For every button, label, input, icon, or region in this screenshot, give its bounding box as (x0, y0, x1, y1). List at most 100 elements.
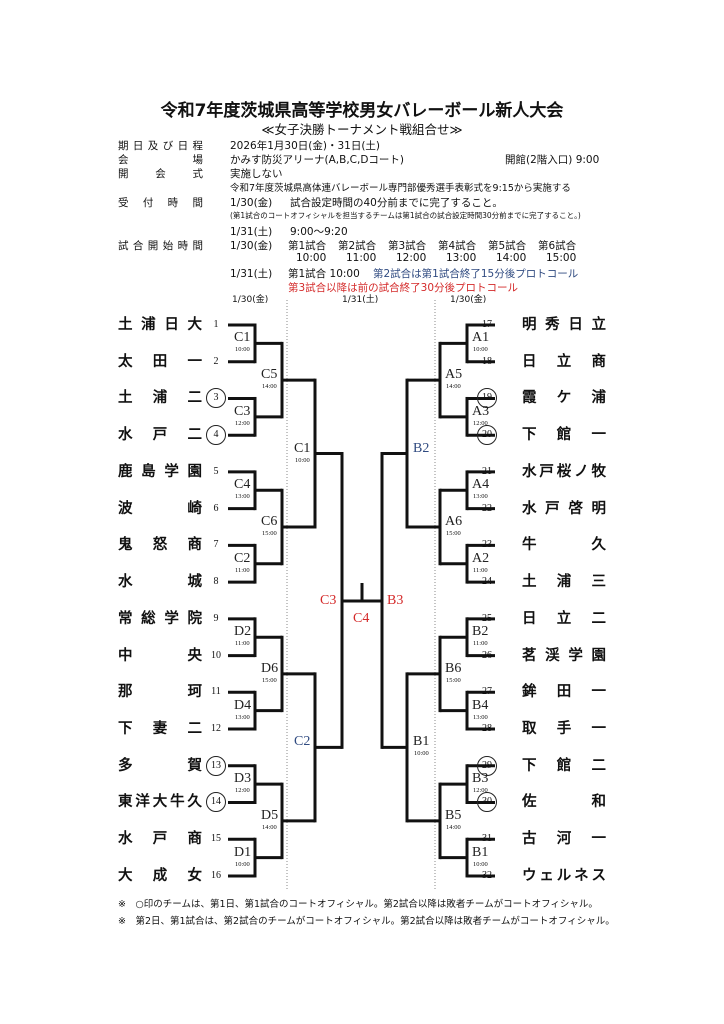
team-name: 下館一 (522, 427, 606, 444)
team-number: 21 (482, 465, 492, 477)
team-name: 中央 (118, 647, 202, 664)
team-name: 土浦日大 (118, 317, 202, 333)
team-name: 東洋大牛久 (118, 794, 202, 811)
match-label-time: 11:00 (473, 640, 488, 648)
start-day2: 1/31(土) (230, 268, 273, 280)
match-label: B6 (445, 660, 462, 676)
team-number: 31 (482, 833, 492, 845)
team-number: 4 (206, 425, 226, 446)
team-name: 明秀日立 (522, 317, 606, 333)
match-label: D6 (261, 660, 279, 676)
team-number: 16 (211, 869, 221, 881)
team-number: 24 (482, 576, 492, 588)
team-name: ウェルネス (522, 867, 606, 884)
team-number: 2 (213, 355, 219, 367)
team-number: 1 (213, 319, 219, 330)
team-number: 6 (213, 502, 219, 514)
team-number: 3 (206, 388, 226, 409)
team-number: 14 (206, 792, 226, 813)
team-name: 水戸桜ノ牧 (522, 463, 606, 480)
team-name: 牛久 (522, 537, 606, 554)
match-label-time: 13:00 (473, 713, 488, 721)
match-label: C3 (234, 403, 251, 419)
team-name: 鬼怒商 (118, 537, 202, 554)
match-label: B1 (413, 734, 430, 750)
match-label-time: 15:00 (262, 530, 277, 537)
match-label: D2 (234, 624, 252, 640)
team-number: 18 (482, 355, 492, 367)
team-number: 8 (213, 576, 219, 588)
match-label-time: 13:00 (235, 713, 250, 721)
team-number: 27 (482, 686, 492, 698)
match-label-time: 10:00 (295, 456, 310, 464)
match-label-time: 10:00 (473, 346, 488, 354)
team-number: 19 (477, 388, 497, 409)
team-name: 土浦三 (522, 574, 606, 591)
start-day2-third: 第3試合以降は前の試合終了30分後プロトコール (288, 282, 519, 294)
team-number: 15 (211, 833, 221, 845)
match-label-time: 12:00 (473, 787, 488, 795)
semi-right-label: B3 (387, 593, 404, 608)
match-label-time: 14:00 (446, 383, 461, 391)
team-name: 水城 (118, 574, 202, 591)
reception-label: 受付時間 (118, 197, 203, 209)
match-label-time: 11:00 (473, 566, 488, 574)
page-title: 令和7年度茨城県高等学校男女バレーボール新人大会 (160, 101, 564, 121)
start-day2-second: 第2試合は第1試合終了15分後プロトコール (373, 268, 579, 280)
team-number: 25 (482, 612, 492, 624)
start-match-name: 第3試合 (388, 240, 427, 252)
venue-label: 会場 (118, 154, 203, 166)
match-label: C2 (234, 550, 251, 566)
final-label: C4 (353, 611, 370, 626)
match-label: D4 (234, 697, 252, 713)
team-name: 取手一 (522, 721, 606, 738)
match-label: C6 (261, 514, 278, 529)
match-label-time: 10:00 (473, 860, 488, 868)
team-number: 9 (213, 612, 219, 624)
start-match-name: 第5試合 (488, 240, 527, 252)
match-label-time: 13:00 (235, 493, 250, 501)
start-match-time: 11:00 (346, 252, 377, 264)
date-left: 1/30(金) (232, 295, 269, 305)
match-label-time: 14:00 (446, 823, 461, 831)
team-name: 佐和 (522, 794, 606, 811)
team-name: 大成女 (118, 867, 202, 884)
date-right: 1/30(金) (450, 295, 487, 305)
match-label: B4 (472, 697, 489, 713)
team-number: 32 (482, 869, 492, 881)
start-match-name: 第1試合 (288, 240, 327, 252)
match-label: A3 (472, 403, 490, 419)
match-label: C1 (294, 440, 311, 456)
reception-note: (第1試合のコートオフィシャルを担当するチームは第1試合の試合設定時間30分前ま… (230, 211, 581, 220)
match-label: C5 (261, 367, 278, 383)
start-match-name: 第6試合 (538, 240, 577, 252)
start-match-time: 13:00 (446, 252, 477, 264)
match-label-time: 15:00 (446, 530, 461, 537)
opening-label: 開会式 (118, 168, 203, 180)
team-name: 太田一 (118, 353, 202, 370)
reception-day1: 1/30(金) (230, 197, 273, 209)
team-number: 17 (482, 319, 492, 330)
start-day1: 1/30(金) (230, 240, 273, 252)
match-label-time: 10:00 (414, 750, 429, 758)
opening-note: 令和7年度茨城県高体連バレーボール専門部優秀選手表彰式を9:15から実施する (230, 183, 571, 194)
match-label-time: 12:00 (235, 419, 250, 427)
match-label-time: 11:00 (235, 566, 250, 574)
match-label-time: 13:00 (473, 493, 488, 501)
page-subtitle: ≪女子決勝トーナメント戦組合せ≫ (261, 122, 463, 137)
team-number: 30 (477, 792, 497, 813)
start-match-name: 第4試合 (438, 240, 477, 252)
team-name: 水戸啓明 (522, 500, 606, 517)
reception-day2-text: 9:00～9:20 (290, 226, 348, 238)
team-name: 古河一 (522, 831, 606, 848)
team-name: 下妻二 (118, 721, 202, 738)
start-match-time: 10:00 (296, 252, 327, 264)
start-time-label: 試合開始時間 (118, 240, 203, 252)
match-label: B5 (445, 807, 462, 823)
team-number: 7 (213, 539, 219, 551)
date-center: 1/31(土) (342, 295, 379, 305)
match-label: A5 (445, 367, 463, 383)
team-number: 11 (211, 686, 221, 698)
team-name: 土浦二 (118, 390, 202, 407)
team-name: 鉾田一 (522, 684, 606, 701)
